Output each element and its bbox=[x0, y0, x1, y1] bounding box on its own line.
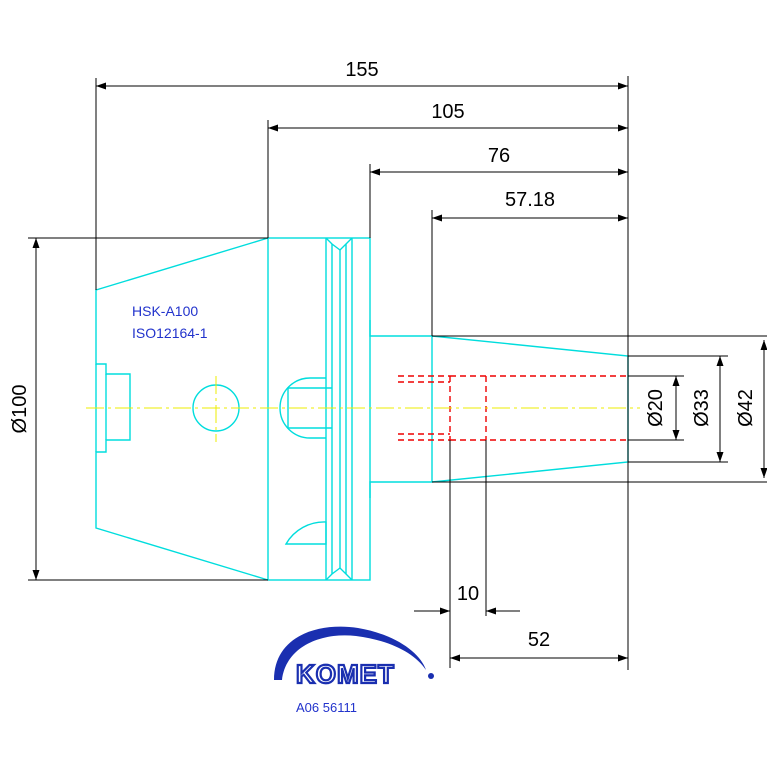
dim-57-18: 57.18 bbox=[505, 189, 555, 211]
orientation-notch bbox=[279, 377, 326, 439]
dim-d33: Ø33 bbox=[691, 389, 713, 427]
hsk-taper-shank bbox=[95, 237, 269, 581]
komet-logo: KOMET A06 56111 bbox=[274, 626, 434, 715]
flange bbox=[267, 237, 371, 581]
spec-label-hsk: HSK-A100 bbox=[132, 303, 198, 319]
neck bbox=[369, 320, 629, 498]
dimension-lines bbox=[28, 76, 767, 670]
dim-155: 155 bbox=[345, 59, 378, 81]
dim-52: 52 bbox=[528, 629, 550, 651]
dimension-texts: 155 105 76 57.18 10 52 Ø100 Ø20 Ø33 Ø42 bbox=[9, 59, 757, 651]
dim-10: 10 bbox=[457, 583, 479, 605]
komet-arc-icon bbox=[274, 626, 426, 680]
spec-labels: HSK-A100 ISO12164-1 bbox=[132, 303, 208, 341]
brand-wordmark: KOMET bbox=[296, 659, 395, 689]
dim-d42: Ø42 bbox=[735, 389, 757, 427]
dim-76: 76 bbox=[488, 145, 510, 167]
dim-d100: Ø100 bbox=[9, 385, 31, 434]
spec-label-iso: ISO12164-1 bbox=[132, 325, 208, 341]
article-number: A06 56111 bbox=[296, 700, 357, 715]
trademark-dot bbox=[428, 673, 434, 679]
dim-105: 105 bbox=[431, 101, 464, 123]
tool-holder-outline bbox=[95, 237, 629, 581]
center-lines bbox=[86, 376, 640, 442]
dim-d20: Ø20 bbox=[645, 389, 667, 427]
